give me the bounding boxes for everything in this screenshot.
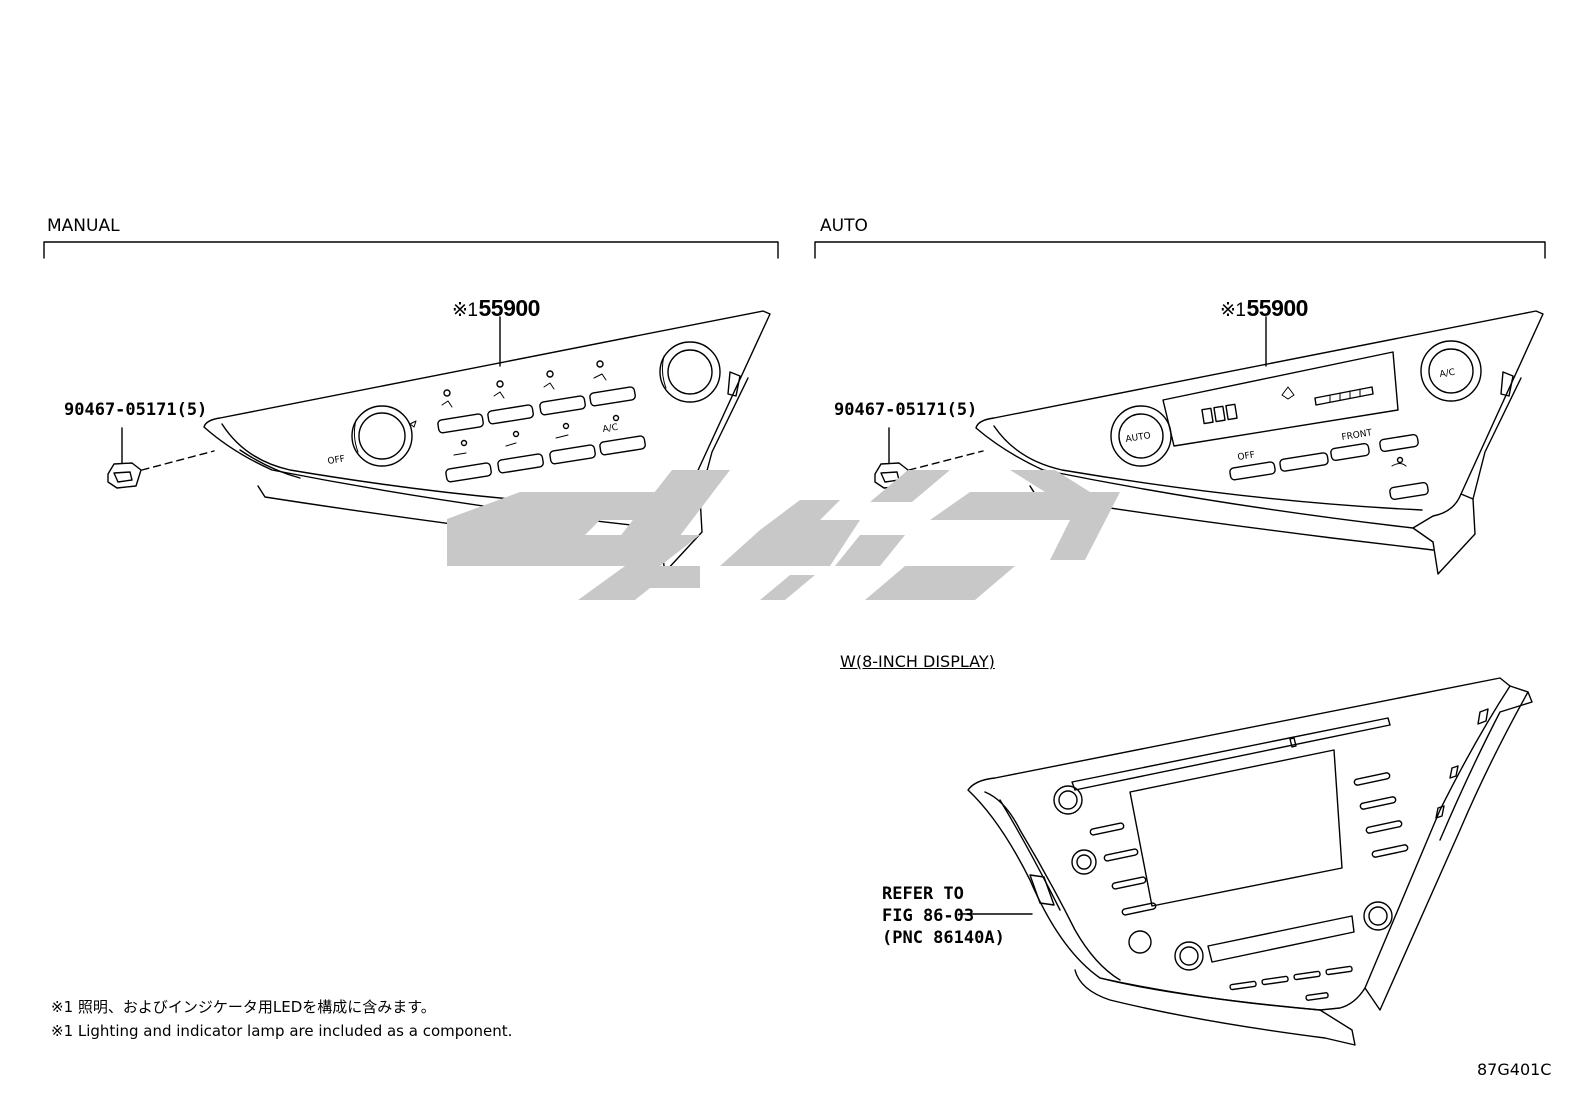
watermark-logo xyxy=(447,470,1120,600)
auto-fan-knob xyxy=(1420,340,1482,402)
manual-part-number: ※155900 xyxy=(452,295,541,321)
note-english: ※1 Lighting and indicator lamp are inclu… xyxy=(51,1022,513,1040)
auto-section-label: AUTO xyxy=(820,216,868,236)
right-knob xyxy=(1363,901,1393,931)
display-variant-label: W(8-INCH DISPLAY) xyxy=(840,652,995,671)
auto-display-digits: 888 xyxy=(1205,407,1228,422)
manual-button xyxy=(445,462,492,483)
manual-button xyxy=(589,386,636,407)
display-audio-bezel xyxy=(967,677,1533,1046)
refer-line-2: FIG 86-03 xyxy=(882,906,975,926)
auto-part-number-value: 55900 xyxy=(1246,295,1309,321)
manual-section-bracket xyxy=(43,241,779,259)
manual-temp-knob xyxy=(351,405,413,467)
tune-knob xyxy=(1071,849,1097,875)
auto-section-bracket xyxy=(814,241,1546,259)
auto-control-panel xyxy=(975,310,1544,575)
manual-button xyxy=(549,444,596,465)
refer-line-1: REFER TO xyxy=(882,884,964,904)
auto-clip-part-number: 90467-05171(5) xyxy=(834,400,978,420)
manual-fan-knob xyxy=(659,341,721,403)
figure-id: 87G401C xyxy=(1477,1060,1552,1079)
auto-button xyxy=(1379,433,1419,453)
auto-part-number: ※155900 xyxy=(1220,295,1309,321)
ac-knob-label: A/C xyxy=(1439,368,1456,380)
manual-ac-label: A/C xyxy=(602,423,619,435)
manual-control-panel xyxy=(203,310,771,573)
auto-part-mark: ※1 xyxy=(1220,300,1246,321)
manual-clip-part-number: 90467-05171(5) xyxy=(64,400,208,420)
refer-line-3: (PNC 86140A) xyxy=(882,928,1005,948)
auto-button xyxy=(1330,442,1370,462)
manual-button xyxy=(539,395,586,416)
display-screen xyxy=(1129,749,1343,907)
auto-temp-knob xyxy=(1110,405,1172,467)
manual-clip xyxy=(107,427,142,489)
auto-front-label: FRONT xyxy=(1341,428,1373,443)
auto-button xyxy=(1279,452,1329,472)
manual-section-label: MANUAL xyxy=(47,216,120,236)
manual-button xyxy=(487,404,534,425)
note-japanese: ※1 照明、およびインジケータ用LEDを構成に含みます。 xyxy=(51,998,436,1016)
lower-knob xyxy=(1174,941,1204,971)
manual-part-number-value: 55900 xyxy=(478,295,541,321)
auto-button xyxy=(1229,461,1276,481)
manual-button xyxy=(599,435,646,456)
volume-knob xyxy=(1053,785,1083,815)
manual-button xyxy=(497,453,544,474)
manual-button xyxy=(437,413,484,434)
manual-off-label: OFF xyxy=(327,454,346,467)
auto-knob-label: AUTO xyxy=(1125,431,1152,445)
manual-part-mark: ※1 xyxy=(452,300,478,321)
auto-off-label: OFF xyxy=(1237,450,1256,463)
auto-button xyxy=(1389,481,1429,501)
